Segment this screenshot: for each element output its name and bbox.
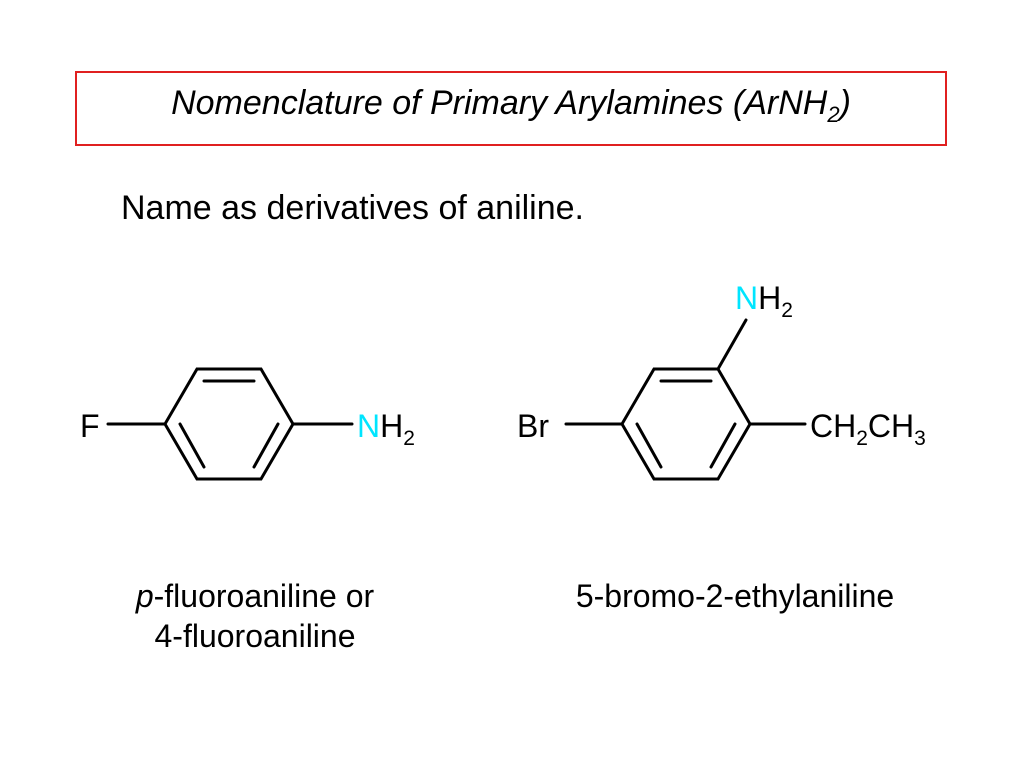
benzene-ring-1 (163, 367, 295, 481)
bromine-label: Br (517, 408, 549, 444)
double-bond-2c (635, 422, 663, 469)
amine-label-2: NH2 (735, 280, 793, 322)
title-box: Nomenclature of Primary Arylamines (ArNH… (75, 71, 947, 146)
double-bond-1c (252, 422, 280, 469)
bond-nh2-2 (716, 318, 748, 371)
fluorine-label: F (80, 408, 100, 444)
double-bond-2b (709, 422, 737, 469)
subtitle: Name as derivatives of aniline. (121, 189, 585, 227)
benzene-ring-2 (620, 367, 752, 481)
molecule-bromoethylaniline (564, 318, 807, 481)
molecule-fluoroaniline (106, 367, 354, 481)
double-bond-1b (178, 422, 206, 469)
amine-label-1: NH2 (357, 408, 415, 450)
ethyl-label: CH2CH3 (810, 408, 926, 450)
caption-fluoroaniline-line2: 4-fluoroaniline (154, 618, 356, 654)
slide-title: Nomenclature of Primary Arylamines (ArNH… (171, 84, 851, 127)
caption-bromoethylaniline: 5-bromo-2-ethylaniline (575, 578, 895, 614)
caption-fluoroaniline-line1: p-fluoroaniline or (135, 578, 375, 614)
caption-fluoroaniline: p-fluoroaniline or 4-fluoroaniline (60, 576, 450, 656)
